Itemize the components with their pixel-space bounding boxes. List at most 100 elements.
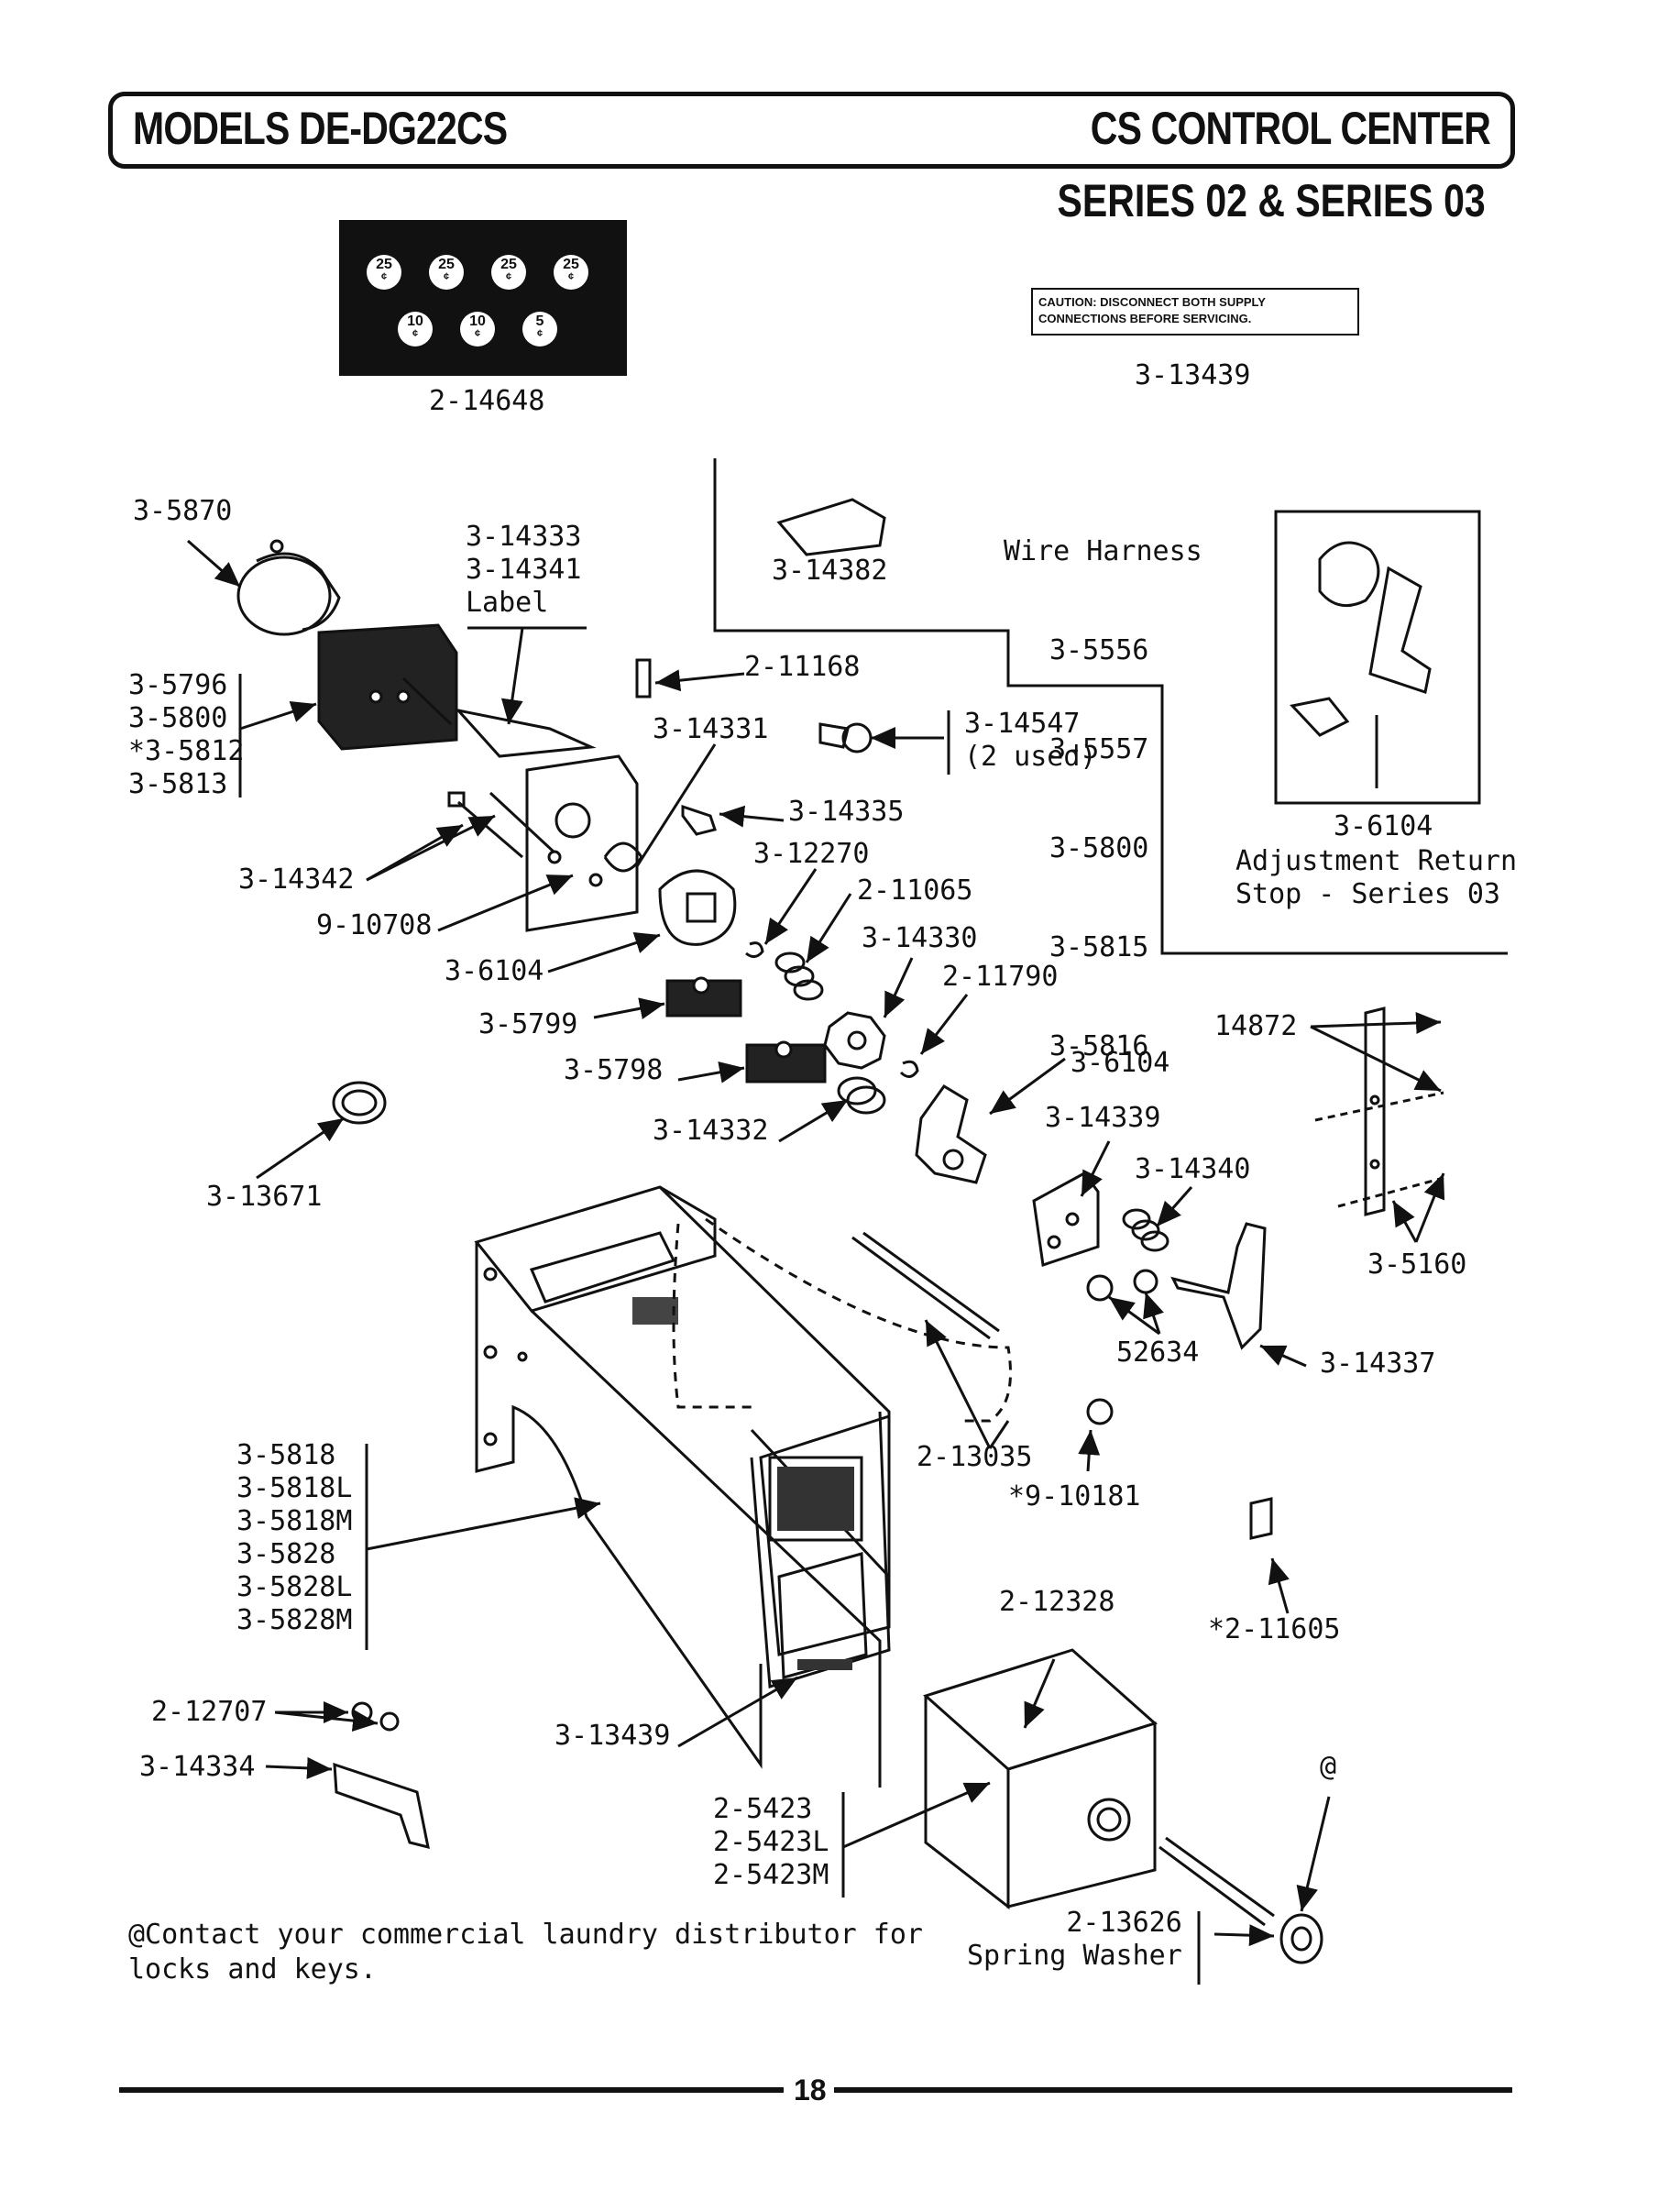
leader-line — [719, 805, 785, 828]
leader-line — [883, 957, 914, 1018]
coin-icon: 25¢ — [554, 255, 588, 290]
part-3-13439-housing: 3-13439 — [555, 1720, 671, 1752]
leader-line — [805, 893, 852, 963]
leader-line — [239, 700, 317, 731]
torsion-spring — [837, 1076, 886, 1115]
part-3-14337: 3-14337 — [1320, 1348, 1436, 1380]
section-title: CS CONTROL CENTER — [1090, 103, 1491, 154]
leader-line — [677, 1061, 745, 1084]
e-clip — [745, 941, 764, 958]
switch-bracket — [1032, 1172, 1100, 1267]
part-2-11168: 2-11168 — [744, 651, 861, 683]
wire-harness-part: 3-5557 — [1049, 733, 1149, 765]
coin-price-label: 25¢ 25¢ 25¢ 25¢ 10¢ 10¢ 5¢ — [339, 220, 627, 376]
part-3-14334: 3-14334 — [139, 1751, 256, 1783]
caution-label: CAUTION: DISCONNECT BOTH SUPPLY CONNECTI… — [1031, 288, 1359, 336]
rod-part — [851, 1231, 1000, 1340]
alignment-lines — [1314, 1091, 1444, 1208]
leader-line — [924, 1319, 992, 1449]
series-subtitle: SERIES 02 & SERIES 03 — [1057, 175, 1486, 226]
coin-box — [923, 1648, 1158, 1910]
spring — [1122, 1208, 1169, 1252]
part-3-6104-cam: 3-6104 — [445, 955, 544, 987]
part-3-6104-actuator: 3-6104 — [1071, 1047, 1170, 1079]
wire-harness-part: 3-5800 — [1049, 832, 1149, 864]
hidden-line — [705, 1217, 1012, 1423]
leader-line — [265, 1756, 333, 1779]
leader-line — [1080, 1140, 1111, 1197]
part-3-14331: 3-14331 — [653, 713, 769, 745]
part-switch-group: 3-5796 3-5800 *3-5812 3-5813 — [128, 669, 245, 800]
part-housing-group: 3-5818 3-5818L 3-5818M 3-5828 3-5828L 3-… — [236, 1439, 353, 1636]
part-14872: 14872 — [1214, 1010, 1298, 1042]
part-3-5160: 3-5160 — [1367, 1248, 1467, 1281]
leader-line — [1213, 1924, 1275, 1947]
micro-switch — [745, 1040, 827, 1084]
header-box: MODELS DE-DG22CS CS CONTROL CENTER — [108, 92, 1515, 169]
part-2-11605: *2-11605 — [1208, 1613, 1341, 1645]
wire-harness-part: 3-5816 — [1049, 1030, 1149, 1062]
part-3-14340: 3-14340 — [1135, 1153, 1251, 1185]
lock-key-ref: @ — [1320, 1751, 1337, 1783]
mounting-strip — [1364, 1006, 1386, 1216]
leader-line — [1259, 1344, 1307, 1368]
leader-line — [635, 743, 717, 867]
wire-harness-title: Wire Harness — [1004, 535, 1202, 567]
wire-harness-part: 3-5556 — [1049, 634, 1149, 666]
leader-line — [988, 1420, 1010, 1449]
part-2-14648: 2-14648 — [429, 385, 545, 417]
e-clip — [899, 1060, 919, 1078]
leader-line — [274, 1710, 379, 1732]
part-3-12270: 3-12270 — [753, 838, 870, 870]
leader-line — [593, 997, 665, 1019]
part-3-14342: 3-14342 — [238, 864, 355, 896]
part-2-11790: 2-11790 — [942, 961, 1059, 993]
coin-icon: 10¢ — [398, 312, 433, 346]
leader-line — [366, 814, 496, 882]
models-title: MODELS DE-DG22CS — [133, 103, 508, 154]
leader-line — [500, 627, 524, 725]
part-3-14339: 3-14339 — [1045, 1102, 1161, 1134]
footnote: @Contact your commercial laundry distrib… — [128, 1919, 923, 1986]
leader-line — [1108, 1295, 1160, 1336]
part-3-14335: 3-14335 — [788, 796, 905, 828]
leader-line — [366, 1497, 601, 1551]
part-52634: 52634 — [1116, 1336, 1200, 1369]
leader-line — [1414, 1172, 1445, 1243]
section-divider — [713, 458, 1508, 955]
lock-assembly — [1158, 1836, 1323, 1964]
part-2-13626: 2-13626 Spring Washer — [967, 1907, 1182, 1972]
spring-clip — [1249, 1497, 1273, 1540]
part-3-14330: 3-14330 — [862, 922, 978, 954]
actuator-assembly — [915, 1084, 987, 1184]
control-housing — [474, 1185, 891, 1788]
timer-motor — [236, 539, 341, 636]
leader-line — [778, 1098, 849, 1143]
part-3-14333-group: 3-14333 3-14341 Label — [466, 521, 582, 619]
leader-line — [1155, 1186, 1193, 1227]
hidden-line — [672, 1223, 752, 1409]
grommet-ring — [332, 1081, 387, 1125]
part-3-5798: 3-5798 — [564, 1054, 664, 1086]
part-9-10708: 9-10708 — [316, 909, 433, 941]
leader-line — [1023, 1658, 1056, 1729]
lever-part — [1170, 1222, 1267, 1350]
part-3-14547: 3-14547 (2 used) — [964, 708, 1097, 773]
leader-line — [256, 1116, 345, 1180]
leader-line — [1296, 1796, 1331, 1912]
switch-block — [317, 623, 458, 751]
star-cam — [823, 1011, 886, 1070]
part-3-13439-caution: 3-13439 — [1135, 359, 1251, 391]
part-2-12328: 2-12328 — [999, 1586, 1115, 1618]
spring — [774, 952, 824, 1001]
part-coin-box-group: 2-5423 2-5423L 2-5423M — [713, 1793, 829, 1891]
lock-washer — [1086, 1398, 1114, 1425]
part-3-5799: 3-5799 — [478, 1008, 578, 1040]
leader-line — [842, 1781, 991, 1849]
leader-line — [919, 994, 969, 1055]
wire-harness-group: Wire Harness 3-5556 3-5557 3-5800 3-5815… — [1004, 469, 1202, 1129]
part-2-13035: 2-13035 — [917, 1441, 1033, 1473]
inset-part-3-6104: 3-6104 — [1334, 810, 1433, 842]
